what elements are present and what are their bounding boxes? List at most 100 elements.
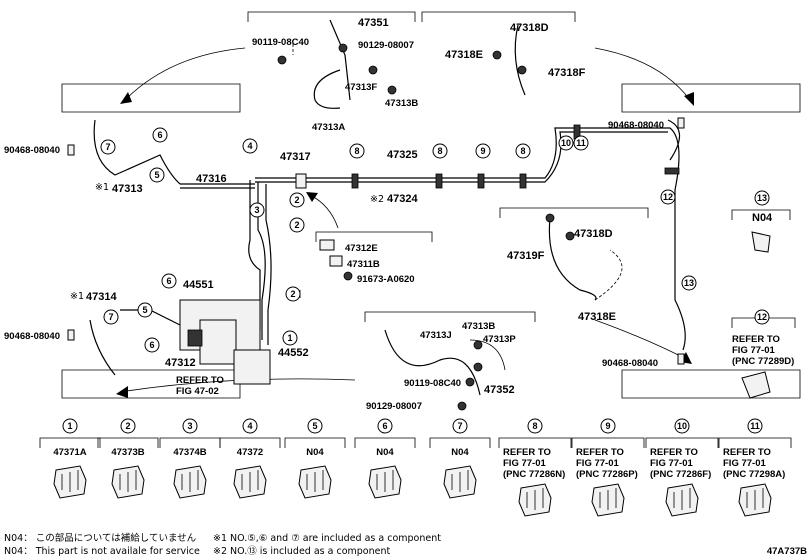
- svg-text:10: 10: [561, 138, 571, 148]
- svg-text:7: 7: [108, 312, 113, 322]
- part-labels: 47351 90119-08C40 90129-08007 47313F 473…: [4, 17, 794, 412]
- bottom-callout-number: 10: [677, 421, 687, 431]
- label-47318F: 47318F: [548, 67, 586, 79]
- svg-text:11: 11: [576, 138, 586, 148]
- bottom-part-pnc: (PNC 77286N): [503, 469, 565, 480]
- bottom-part-detail: [181, 470, 199, 492]
- svg-text:1: 1: [287, 333, 292, 343]
- bottom-part-pnc: (PNC 77286P): [576, 469, 638, 480]
- label-90119-b: 90119-08C40: [404, 378, 461, 389]
- bottom-part-detail: [673, 488, 691, 510]
- bottom-bracket: [498, 437, 572, 448]
- svg-text:12: 12: [663, 192, 673, 202]
- svg-text:9: 9: [480, 146, 485, 156]
- label-90468-left2: 90468-08040: [4, 331, 60, 342]
- label-47313J: 47313J: [420, 330, 452, 341]
- bottom-callout-number: 9: [605, 421, 610, 431]
- label-n04-13: N04: [752, 212, 773, 224]
- label-47351: 47351: [358, 17, 389, 29]
- bottom-callout-circle: [377, 418, 393, 434]
- ref12-line2: FIG 77-01: [732, 345, 775, 356]
- label-47311B: 47311B: [347, 259, 380, 270]
- footer-note2: ※2 NO.⑬ is included as a component: [213, 546, 390, 557]
- label-47313F: 47313F: [345, 82, 377, 93]
- bottom-part-label: 47371A: [53, 447, 86, 458]
- footer-n04-en: N04： This part is not availale for servi…: [4, 546, 200, 557]
- svg-text:8: 8: [520, 146, 525, 156]
- label-47352: 47352: [484, 384, 515, 396]
- main-line-clamps: [295, 124, 680, 189]
- label-47313A: 47313A: [312, 122, 345, 133]
- label-47318E-mid: 47318E: [578, 311, 616, 323]
- label-47324: 47324: [387, 193, 418, 205]
- label-47319F: 47319F: [507, 250, 545, 262]
- bottom-bracket: [284, 437, 346, 448]
- fig-47-02-label: FIG 47-02: [176, 386, 219, 397]
- bottom-part-detail: [61, 470, 79, 492]
- footer-n04-jp: N04： この部品については補給していません: [4, 532, 196, 544]
- svg-text:6: 6: [149, 340, 154, 350]
- refer-to-label: REFER TO: [176, 375, 224, 386]
- bottom-callout-circle: [307, 418, 323, 434]
- bottom-part-label: REFER TO: [503, 447, 551, 458]
- bottom-callout-circle: [674, 418, 690, 434]
- bottom-part-fig: FIG 77-01: [723, 458, 766, 469]
- bottom-callout-number: 2: [125, 421, 130, 431]
- bottom-part-detail: [119, 470, 137, 492]
- bottom-callout-number: 5: [312, 421, 317, 431]
- bottom-bracket: [645, 437, 719, 448]
- bottom-part-label: REFER TO: [650, 447, 698, 458]
- label-47325: 47325: [387, 149, 418, 161]
- ref12-line3: (PNC 77289D): [732, 356, 794, 367]
- label-47318E-top: 47318E: [445, 49, 483, 61]
- bottom-part-detail: [746, 488, 764, 510]
- svg-text:5: 5: [142, 305, 147, 315]
- label-91673: 91673-A0620: [357, 274, 415, 285]
- label-90468-right2: 90468-08040: [602, 358, 658, 369]
- bottom-callout-circle: [600, 418, 616, 434]
- part-drawings: [67, 19, 771, 411]
- bottom-parts-row: 147371A247373B347374B4473725N046N047N048…: [39, 418, 792, 517]
- label-47312E: 47312E: [345, 243, 378, 254]
- bottom-bracket: [219, 437, 281, 448]
- label-44552: 44552: [278, 347, 309, 359]
- label-47318D-top: 47318D: [510, 22, 549, 34]
- bottom-callout-circle: [62, 418, 78, 434]
- bottom-callout-number: 3: [187, 421, 192, 431]
- brake-lines: [89, 119, 686, 376]
- label-90129-b: 90129-08007: [366, 401, 422, 412]
- bottom-part-label: 47373B: [111, 447, 144, 458]
- bottom-callout-number: 4: [247, 421, 252, 431]
- bottom-callout-number: 7: [457, 421, 462, 431]
- bottom-part-detail: [376, 470, 394, 492]
- bottom-callout-circle: [452, 418, 468, 434]
- svg-text:2: 2: [290, 289, 295, 299]
- bottom-callout-number: 8: [532, 421, 537, 431]
- bottom-part-fig: FIG 77-01: [650, 458, 693, 469]
- bottom-part-label: REFER TO: [723, 447, 771, 458]
- bottom-part-2: 2 47373B: [97, 418, 159, 499]
- footer-note1: ※1 NO.⑤,⑥ and ⑦ are included as a compon…: [213, 533, 441, 544]
- bottom-part-detail: [306, 470, 324, 492]
- bottom-bracket: [97, 437, 159, 448]
- footer-notes: N04： この部品については補給していません N04： This part is…: [4, 532, 807, 557]
- note-star2-a: ※2: [370, 194, 384, 205]
- label-47314: 47314: [86, 291, 117, 303]
- svg-text:12: 12: [757, 312, 767, 322]
- bottom-part-detail: [451, 470, 469, 492]
- label-47313P: 47313P: [483, 334, 516, 345]
- bottom-part-fig: FIG 77-01: [576, 458, 619, 469]
- svg-text:7: 7: [105, 142, 110, 152]
- bottom-callout-circle: [120, 418, 136, 434]
- label-47316: 47316: [196, 173, 227, 185]
- bottom-part-pnc: (PNC 77286F): [650, 469, 711, 480]
- svg-text:6: 6: [166, 276, 171, 286]
